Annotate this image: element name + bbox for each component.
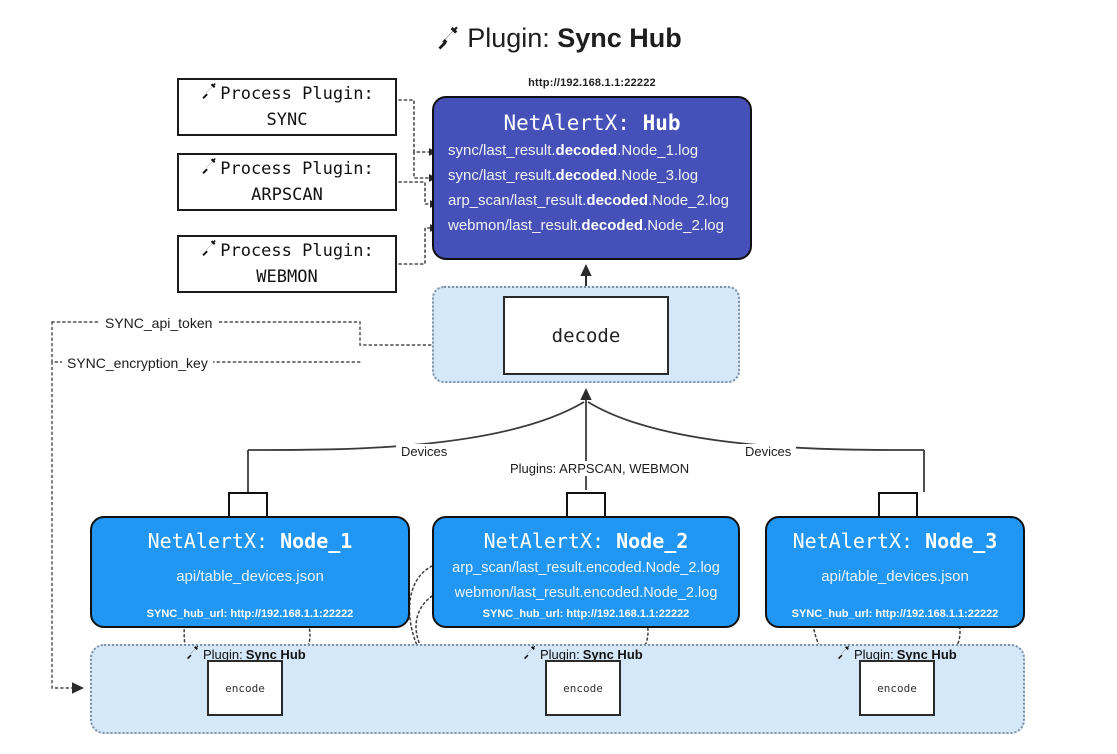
plug-icon <box>200 157 218 183</box>
hub-title-name: Hub <box>642 111 681 135</box>
plugin-label-lead: Plugin: <box>540 646 580 662</box>
node-hub-url: SYNC_hub_url: http://192.168.1.1:22222 <box>482 608 690 620</box>
encode-box-node-1[interactable]: encode <box>207 660 283 716</box>
hub-log-line: webmon/last_result.decoded.Node_2.log <box>434 213 750 238</box>
plug-icon <box>185 645 200 663</box>
edge-label-devices-left: Devices <box>396 444 453 459</box>
node-resource-line: webmon/last_result.encoded.Node_2.log <box>454 585 718 601</box>
plugin-label-lead: Plugin: <box>854 646 894 662</box>
process-plugin-label: Process Plugin: <box>220 241 374 261</box>
node-title-prefix: NetAlertX: <box>483 529 617 553</box>
plug-icon <box>200 82 218 108</box>
hub-node[interactable]: NetAlertX: Hub sync/last_result.decoded.… <box>432 96 752 260</box>
hub-url-label: http://192.168.1.1:22222 <box>528 77 656 89</box>
process-plugin-box-sync[interactable]: Process Plugin: SYNC <box>177 78 397 136</box>
encoder-plugin-label-3: Plugin: Sync Hub <box>836 645 957 663</box>
title-strong: Sync Hub <box>557 23 682 53</box>
hub-title-prefix: NetAlertX: <box>503 111 643 135</box>
plugin-label-strong: Sync Hub <box>245 646 306 662</box>
node-title-prefix: NetAlertX: <box>792 529 926 553</box>
process-plugin-name: ARPSCAN <box>251 184 323 205</box>
log-pre: sync/last_result. <box>448 142 556 159</box>
node-title: NetAlertX: Node_3 <box>767 526 1023 556</box>
log-em: decoded <box>586 192 649 209</box>
plug-icon <box>836 645 851 663</box>
node-title-name: Node_3 <box>925 529 998 553</box>
title-lead: Plugin: <box>467 23 558 53</box>
log-post: .Node_2.log <box>648 192 729 209</box>
node-title: NetAlertX: Node_2 <box>434 526 738 556</box>
edge-label-plugins: Plugins: ARPSCAN, WEBMON <box>505 461 695 476</box>
encoder-plugin-label-2: Plugin: Sync Hub <box>522 645 643 663</box>
node-hub-url: SYNC_hub_url: http://192.168.1.1:22222 <box>791 608 999 620</box>
hub-log-line: sync/last_result.decoded.Node_3.log <box>434 163 750 188</box>
log-em: decoded <box>555 142 618 159</box>
hub-log-line: arp_scan/last_result.decoded.Node_2.log <box>434 188 750 213</box>
process-plugin-label: Process Plugin: <box>220 84 374 104</box>
node-resource-line: arp_scan/last_result.encoded.Node_2.log <box>452 560 720 576</box>
encoder-plugin-label-1: Plugin: Sync Hub <box>185 645 306 663</box>
node-title-prefix: NetAlertX: <box>147 529 281 553</box>
node-box-node-3[interactable]: NetAlertX: Node_3 api/table_devices.json… <box>765 516 1025 628</box>
process-plugin-box-arpscan[interactable]: Process Plugin: ARPSCAN <box>177 153 397 211</box>
log-em: decoded <box>555 167 618 184</box>
hub-title: NetAlertX: Hub <box>434 108 750 138</box>
node-hub-url: SYNC_hub_url: http://192.168.1.1:22222 <box>146 608 354 620</box>
sync-api-token-label: SYNC_api_token <box>100 315 218 331</box>
process-plugin-label: Process Plugin: <box>220 159 374 179</box>
node-title-name: Node_1 <box>280 529 353 553</box>
plug-icon <box>200 239 218 265</box>
node-box-node-1[interactable]: NetAlertX: Node_1 api/table_devices.json… <box>90 516 410 628</box>
plugin-label-strong: Sync Hub <box>896 646 957 662</box>
plug-icon <box>435 22 461 62</box>
log-pre: arp_scan/last_result. <box>448 192 587 209</box>
node-title: NetAlertX: Node_1 <box>92 526 408 556</box>
log-em: decoded <box>581 217 644 234</box>
log-pre: sync/last_result. <box>448 167 556 184</box>
log-post: .Node_1.log <box>617 142 699 159</box>
hub-log-line: sync/last_result.decoded.Node_1.log <box>434 138 750 163</box>
log-post: .Node_3.log <box>617 167 699 184</box>
plugin-label-lead: Plugin: <box>203 646 243 662</box>
page-title: Plugin: Sync Hub <box>0 18 1117 62</box>
node-resource-line: api/table_devices.json <box>176 568 324 585</box>
log-pre: webmon/last_result. <box>448 217 582 234</box>
node-box-node-2[interactable]: NetAlertX: Node_2 arp_scan/last_result.e… <box>432 516 740 628</box>
plugin-label-strong: Sync Hub <box>582 646 643 662</box>
node-resource-line: api/table_devices.json <box>821 568 969 585</box>
encode-box-node-2[interactable]: encode <box>545 660 621 716</box>
plug-icon <box>522 645 537 663</box>
process-plugin-name: WEBMON <box>256 266 318 287</box>
process-plugin-box-webmon[interactable]: Process Plugin: WEBMON <box>177 235 397 293</box>
edge-label-devices-right: Devices <box>740 444 797 459</box>
sync-encryption-key-label: SYNC_encryption_key <box>62 355 213 371</box>
node-title-name: Node_2 <box>616 529 689 553</box>
log-post: .Node_2.log <box>643 217 724 234</box>
encode-box-node-3[interactable]: encode <box>859 660 935 716</box>
decode-box[interactable]: decode <box>503 296 669 375</box>
process-plugin-name: SYNC <box>266 109 308 130</box>
